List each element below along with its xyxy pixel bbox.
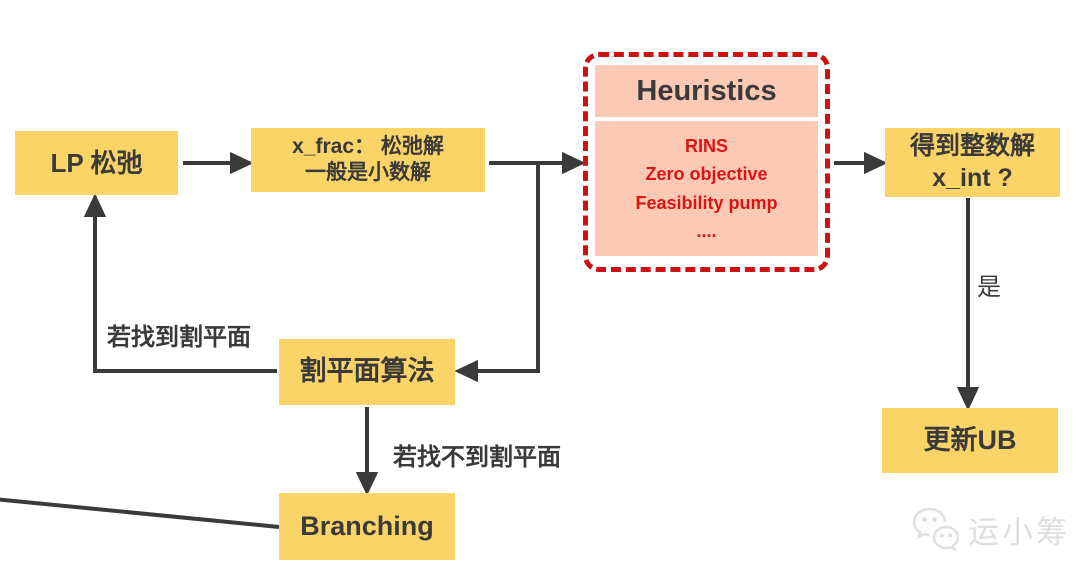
node-xfrac: x_frac： 松弛解 一般是小数解 (251, 128, 485, 192)
arrowhead-loop-to-lp (83, 193, 107, 217)
node-xfrac-line2: 一般是小数解 (305, 161, 431, 184)
heuristic-item-rins: RINS (684, 136, 728, 157)
arrowhead-xfrac-to-heuristics (562, 151, 586, 175)
heuristics-title: Heuristics (595, 65, 818, 117)
heuristics-methods-list: RINS Zero objective Feasibility pump ...… (595, 121, 818, 256)
watermark: 运小筹 (910, 506, 1070, 552)
node-update-ub-label: 更新UB (923, 424, 1017, 455)
node-lp-relaxation-label: LP 松弛 (50, 147, 143, 178)
node-integer-solution-question: 得到整数解 x_int ? (885, 128, 1060, 197)
arrowhead-heuristics-to-xint (864, 151, 888, 175)
wechat-icon (912, 507, 960, 552)
heuristic-item-ellipsis: .... (696, 220, 717, 241)
arrowhead-lp-to-xfrac (230, 151, 254, 175)
edge-label-no-cut: 若找不到割平面 (393, 444, 561, 471)
watermark-text: 运小筹 (968, 514, 1070, 550)
node-xint-line1: 得到整数解 (909, 132, 1035, 161)
heuristics-group: Heuristics RINS Zero objective Feasibili… (583, 52, 830, 272)
node-branching: Branching (279, 493, 455, 560)
heuristic-item-feasibility-pump: Feasibility pump (635, 192, 778, 213)
node-xfrac-line1: x_frac： 松弛解 (292, 134, 444, 158)
node-cutting-plane-algorithm: 割平面算法 (279, 339, 455, 405)
arrowhead-xint-to-updateub (956, 387, 980, 411)
node-branching-label: Branching (300, 510, 434, 541)
edge-label-yes: 是 (977, 274, 1001, 301)
node-cutting-plane-label: 割平面算法 (299, 356, 435, 387)
heuristic-item-zero-objective: Zero objective (645, 164, 768, 185)
node-xint-line2: x_int ? (932, 163, 1013, 192)
node-update-ub: 更新UB (882, 408, 1058, 473)
arrowhead-into-cutplane (454, 359, 478, 383)
line-offscreen-to-branching (0, 497, 280, 529)
node-lp-relaxation: LP 松弛 (15, 131, 178, 195)
arrowhead-cutplane-to-branching (355, 472, 379, 496)
edge-label-found-cut: 若找到割平面 (107, 324, 251, 351)
